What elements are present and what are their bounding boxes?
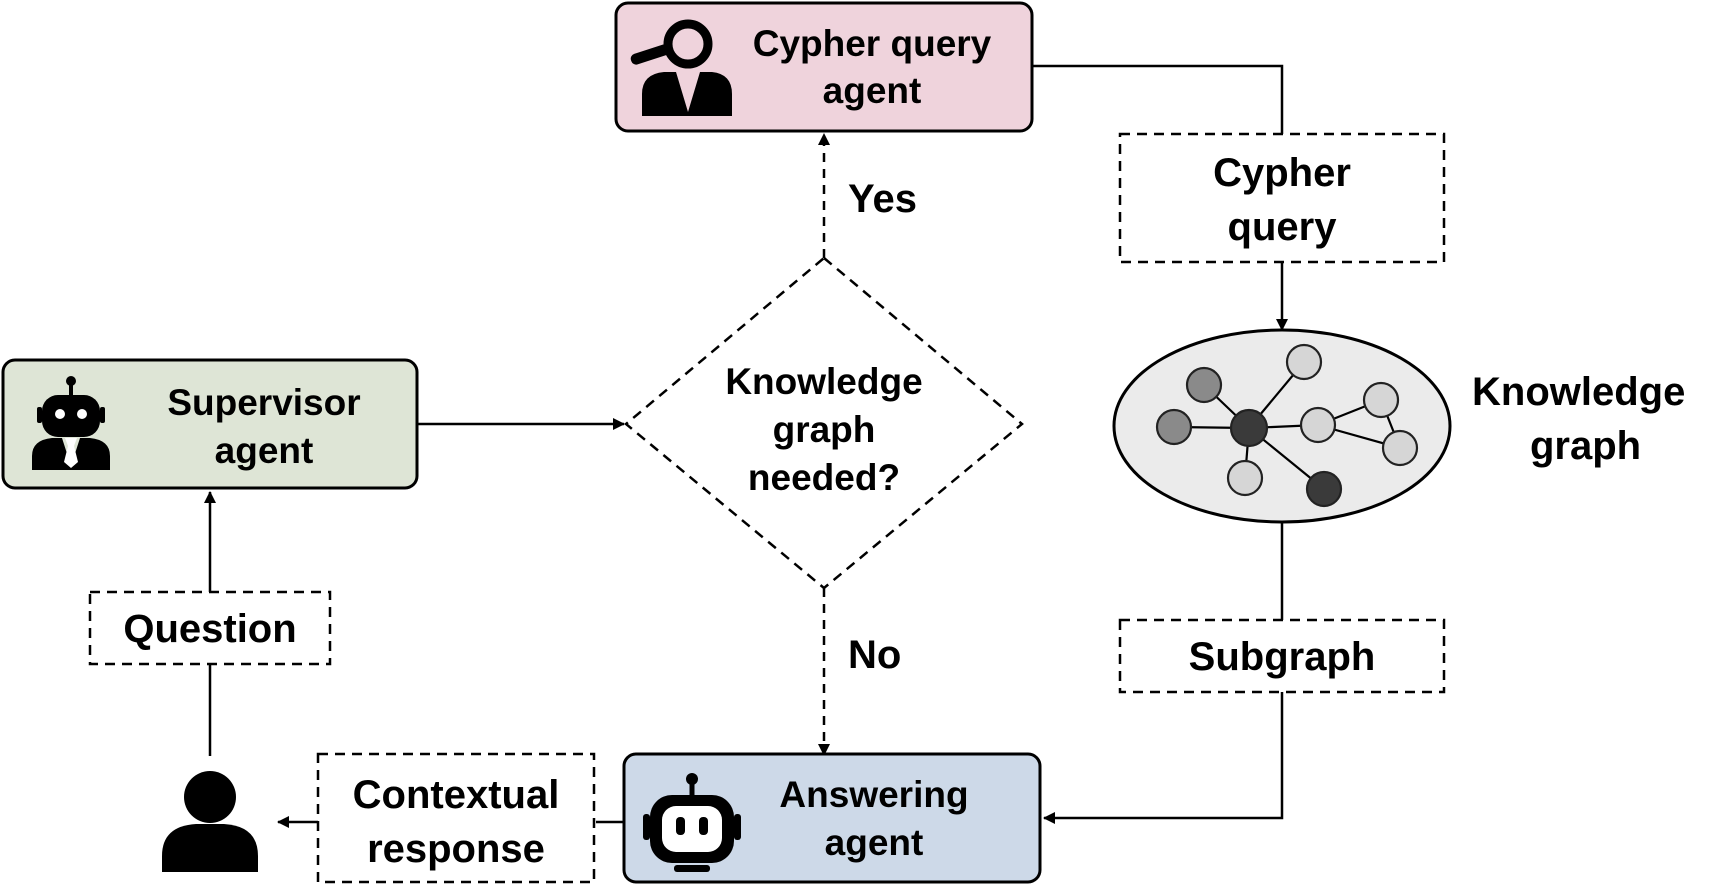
answering-agent-label-line1: Answering: [779, 774, 968, 815]
contextual-response-label-line2: response: [367, 827, 545, 871]
cypher-query-label-line1: Cypher: [1213, 151, 1351, 195]
supervisor-agent-label-line2: agent: [215, 430, 314, 471]
question-node: Question: [88, 590, 332, 666]
magnifier-person-icon: [630, 19, 732, 116]
graph-node: [1226, 459, 1264, 497]
graph-node: [1299, 406, 1337, 444]
supervisor-agent-label-line1: Supervisor: [167, 382, 360, 423]
knowledge-graph-label-line2: graph: [1530, 424, 1641, 468]
subgraph-box: [1118, 618, 1446, 694]
user-icon: [162, 771, 258, 872]
question-box: [88, 590, 332, 666]
decision-label-line3: needed?: [748, 457, 900, 498]
graph-node: [1285, 343, 1323, 381]
robot-head-icon: [643, 773, 741, 872]
graph-node: [1185, 366, 1223, 404]
contextual-response-label-line1: Contextual: [353, 773, 560, 817]
edge-subgraph-to-answering-agent: [1043, 692, 1284, 824]
decision-label-line1: Knowledge: [725, 361, 922, 402]
cypher-query-agent-label-line2: agent: [823, 70, 922, 111]
cypher-query-agent-node: Cypher query agent: [614, 1, 1034, 133]
knowledge-graph-label-line1: Knowledge: [1472, 370, 1685, 414]
knowledge-graph-node: Knowledge graph: [1112, 328, 1685, 524]
no-label: No: [848, 633, 901, 677]
question-label: Question: [123, 607, 296, 651]
contextual-response-box: [316, 752, 596, 884]
graph-node: [1155, 408, 1193, 446]
supervisor-agent-node: Supervisor agent: [1, 358, 419, 490]
graph-node: [1305, 470, 1343, 508]
subgraph-label: Subgraph: [1189, 635, 1376, 679]
cypher-query-agent-label-line1: Cypher query: [753, 23, 992, 64]
edge-cypher-agent-to-cypher-query: [1032, 64, 1284, 134]
decision-diamond: [624, 256, 1024, 590]
contextual-response-node: Contextual response: [316, 752, 596, 884]
cypher-query-node: Cypher query: [1118, 132, 1446, 264]
robot-businessman-icon: [32, 376, 110, 470]
answering-agent-node: Answering agent: [622, 752, 1042, 884]
graph-node: [1229, 408, 1269, 448]
subgraph-node: Subgraph: [1118, 618, 1446, 694]
answering-agent-label-line2: agent: [825, 822, 924, 863]
graph-node: [1381, 429, 1419, 467]
graph-node: [1362, 381, 1400, 419]
decision-label-line2: graph: [773, 409, 876, 450]
decision-node: Knowledge graph needed?: [624, 256, 1024, 590]
yes-label: Yes: [848, 177, 917, 221]
cypher-query-box: [1118, 132, 1446, 264]
cypher-query-label-line2: query: [1228, 205, 1338, 249]
graph-nodes: [1155, 343, 1419, 508]
